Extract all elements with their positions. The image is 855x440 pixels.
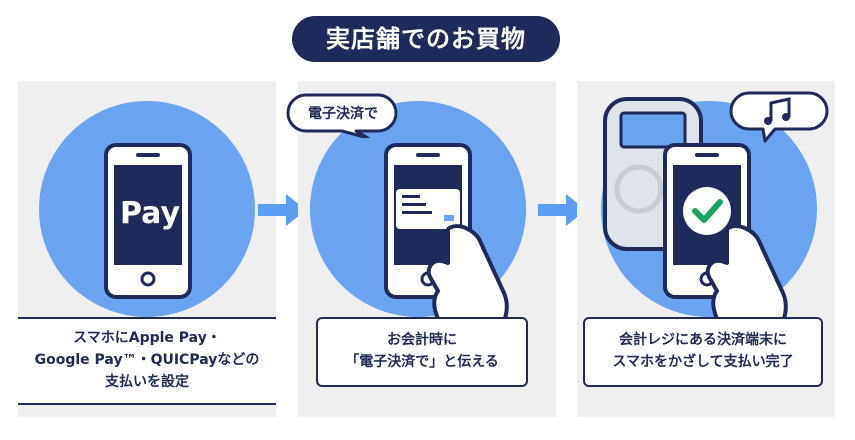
caption-line: Google Pay™・QUICPayなどの (34, 352, 260, 368)
phone-icon (104, 143, 192, 299)
step-1-caption: スマホにApple Pay・ Google Pay™・QUICPayなどの 支払… (18, 317, 276, 405)
step-3-caption: 会計レジにある決済端末に スマホをかざして支払い完了 (583, 317, 823, 387)
arrow-right-icon (538, 194, 586, 226)
caption-line: スマホをかざして支払い完了 (612, 354, 794, 370)
check-icon (683, 187, 731, 235)
caption-line: 支払いを設定 (105, 374, 189, 390)
caption-line: スマホにApple Pay・ (73, 330, 221, 346)
step-2-caption: お会計時に 「電子決済で」と伝える (316, 317, 528, 387)
caption-line: 会計レジにある決済端末に (619, 332, 787, 348)
step-panel-3: 会計レジにある決済端末に スマホをかざして支払い完了 (577, 81, 835, 417)
step-panel-1: スマホにApple Pay・ Google Pay™・QUICPayなどの 支払… (18, 81, 276, 417)
page-title: 実店舗でのお買物 (292, 16, 560, 62)
step-1-illustration (39, 101, 255, 317)
card-icon (396, 189, 460, 229)
speech-bubble-text: 電子決済で (308, 106, 378, 122)
speech-bubble (286, 93, 398, 138)
step-2-illustration (310, 101, 526, 351)
arrow-right-icon (258, 194, 306, 226)
step-panel-2: お会計時に 「電子決済で」と伝える (298, 81, 556, 417)
caption-line: 「電子決済で」と伝える (345, 354, 499, 370)
caption-line: お会計時に (387, 332, 457, 348)
pay-label: Pay (119, 196, 181, 231)
music-note-icon (729, 91, 829, 143)
step-3-illustration (601, 91, 829, 351)
